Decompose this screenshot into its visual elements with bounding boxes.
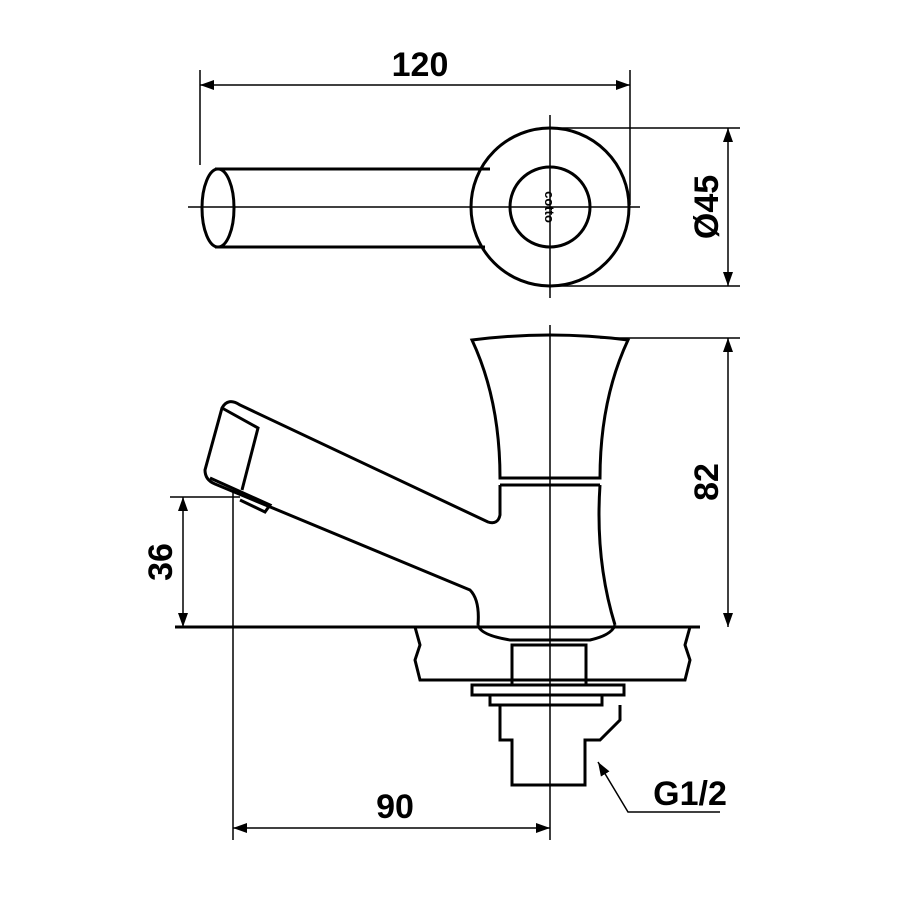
- dimension-label-36: 36: [142, 543, 180, 581]
- base-flange: [476, 624, 617, 642]
- handle: [469, 333, 631, 480]
- spout-pipe: [215, 167, 490, 249]
- spout-end: [200, 167, 236, 249]
- handle-inner-circle: [508, 165, 592, 249]
- thread-label: G1/2: [653, 775, 727, 813]
- faucet-body: [203, 400, 617, 626]
- dimension-label-90: 90: [376, 788, 414, 826]
- dimension-label-120: 120: [392, 46, 449, 84]
- thread-leader-line: [597, 761, 720, 813]
- brand-logo: cotto: [542, 191, 557, 223]
- top-view: cotto 120 Ø45: [188, 46, 740, 298]
- spout-aerator: [209, 406, 273, 514]
- dimension-label-82: 82: [688, 463, 726, 501]
- dimension-label-diameter: Ø45: [688, 175, 726, 239]
- threaded-shank: [498, 705, 622, 787]
- side-view: 36 82 90 G1/2: [142, 325, 740, 840]
- washer-2: [488, 693, 604, 707]
- countertop-section: [413, 626, 692, 682]
